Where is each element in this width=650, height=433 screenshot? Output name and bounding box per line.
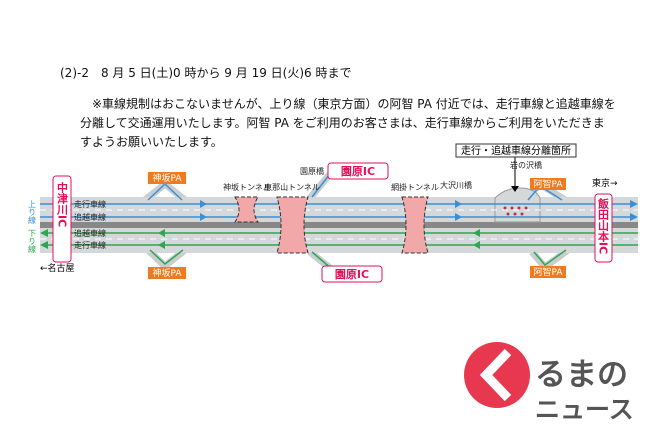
note-line-1: ※車線規制はおこないませんが、上り線（東京方面）の阿智 PA 付近では、走行車線… — [92, 97, 616, 111]
bridge-label: 岩の沢橋 — [510, 160, 542, 170]
note-line-3: すようお願いいたします。 — [80, 135, 223, 149]
logo: るまの ニュース — [464, 342, 634, 424]
separation-markers — [503, 206, 528, 216]
tunnel-label: 恵那山トンネル — [264, 182, 320, 192]
to-nagoya: ←名古屋 — [40, 262, 75, 274]
up-line-label: 上り線 — [28, 200, 37, 224]
pa-right-up: 阿智PA — [533, 178, 563, 190]
svg-text:るまの: るまの — [535, 357, 628, 393]
tunnels — [234, 196, 429, 254]
lane-label: 追越車線 — [74, 228, 106, 238]
pa-left-up: 神坂PA — [152, 172, 182, 184]
pa-left-down: 神坂PA — [152, 267, 182, 279]
ic-right: 飯田山本IC — [597, 197, 611, 254]
lane-label: 走行車線 — [74, 240, 106, 250]
to-tokyo: 東京→ — [592, 177, 618, 189]
pa-right-down: 阿智PA — [533, 266, 563, 278]
tunnel-label: 網掛トンネル — [391, 182, 439, 192]
lane-label: 追越車線 — [74, 212, 106, 222]
bridge-label: 大沢川橋 — [440, 180, 472, 190]
ic-mid-up: 園原IC — [341, 165, 375, 178]
tunnel-label: 神坂トンネル — [223, 182, 271, 192]
median — [40, 222, 638, 228]
period-heading: (2)-2 8 月 5 日(土)0 時から 9 月 19 日(火)6 時まで — [60, 66, 352, 80]
down-lanes — [48, 232, 638, 271]
note-line-2: 分離して交通運用いたします。阿智 PA をご利用のお客さまは、走行車線からご利用… — [80, 116, 605, 130]
lane-label: 走行車線 — [74, 199, 106, 209]
ic-mid-down: 園原IC — [335, 268, 369, 281]
separation-label: 走行・追越車線分離箇所 — [461, 144, 571, 157]
svg-text:ニュース: ニュース — [535, 395, 634, 424]
bridge-label: 園原橋 — [300, 166, 324, 176]
down-line-label: 下り線 — [28, 229, 37, 253]
separation-bulge — [494, 187, 541, 223]
ic-left: 中津川IC — [56, 181, 70, 227]
